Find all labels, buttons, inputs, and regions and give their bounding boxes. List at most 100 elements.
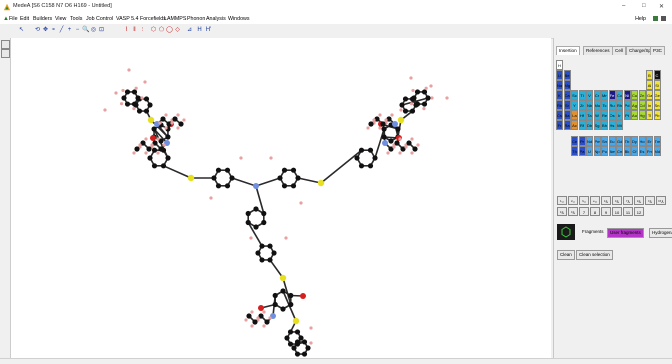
- atom-carbon[interactable]: [414, 89, 421, 95]
- atom-carbon[interactable]: [280, 288, 286, 294]
- element-h[interactable]: H: [556, 60, 563, 70]
- element-rb[interactable]: Rb: [556, 100, 563, 110]
- element-md[interactable]: Md: [653, 146, 661, 156]
- fragment-button[interactable]: 12: [634, 207, 644, 216]
- element-c[interactable]: C: [653, 70, 661, 80]
- atom-hydrogen[interactable]: [366, 126, 370, 130]
- element-b[interactable]: B: [646, 70, 653, 80]
- atom-carbon[interactable]: [406, 140, 412, 146]
- element-cm[interactable]: Cm: [616, 146, 623, 156]
- atom-carbon[interactable]: [412, 146, 418, 152]
- atom-carbon[interactable]: [288, 301, 294, 308]
- atom-sulfur[interactable]: [317, 179, 325, 187]
- window-icon[interactable]: [661, 16, 666, 21]
- element-fm[interactable]: Fm: [646, 146, 653, 156]
- atom-carbon[interactable]: [224, 183, 231, 189]
- atom-carbon[interactable]: [288, 292, 294, 299]
- fragment-preview-icon[interactable]: [557, 224, 575, 240]
- element-np[interactable]: Np: [593, 146, 601, 156]
- atom-hydrogen[interactable]: [114, 91, 118, 95]
- measure-icon[interactable]: ⊿: [186, 27, 193, 33]
- atom-hydrogen[interactable]: [392, 145, 396, 149]
- fragment-button[interactable]: 11: [623, 207, 633, 216]
- atom-hydrogen[interactable]: [162, 143, 166, 147]
- atom-carbon[interactable]: [152, 140, 158, 146]
- fragment-button[interactable]: ⁶⅄: [612, 196, 622, 205]
- atom-carbon[interactable]: [399, 102, 405, 108]
- atom-carbon[interactable]: [388, 138, 394, 144]
- bond[interactable]: [153, 128, 168, 144]
- atom-carbon[interactable]: [354, 155, 360, 161]
- atom-carbon[interactable]: [121, 95, 127, 101]
- element-pm[interactable]: Pm: [593, 136, 601, 146]
- atom-hydrogen[interactable]: [268, 316, 272, 320]
- atom-carbon[interactable]: [253, 206, 259, 212]
- element-tm[interactable]: Tm: [653, 136, 661, 146]
- fragment-button[interactable]: ⁵⅄: [601, 196, 611, 205]
- atom-carbon[interactable]: [367, 163, 374, 169]
- atom-hydrogen[interactable]: [144, 151, 148, 155]
- atom-carbon[interactable]: [358, 163, 365, 169]
- ring3-icon[interactable]: ◯: [166, 27, 173, 33]
- atom-hydrogen[interactable]: [132, 151, 136, 155]
- molecule-viewport[interactable]: [11, 38, 551, 358]
- close-button[interactable]: ✕: [659, 4, 665, 10]
- menu-vasp-5-4[interactable]: VASP 5.4: [116, 16, 139, 22]
- atom-hydrogen[interactable]: [299, 201, 303, 205]
- bond[interactable]: [163, 165, 192, 179]
- element-w[interactable]: W: [593, 110, 601, 120]
- atom-carbon[interactable]: [294, 329, 301, 335]
- fragment-button[interactable]: 8: [590, 207, 600, 216]
- clean-selection-button[interactable]: Clean selection: [576, 250, 613, 260]
- h-add-icon[interactable]: H: [197, 27, 202, 33]
- atom-carbon[interactable]: [158, 138, 164, 144]
- plus-icon[interactable]: +: [67, 27, 72, 33]
- element-pt[interactable]: Pt: [623, 110, 631, 120]
- atom-nitrogen[interactable]: [392, 121, 398, 127]
- atom-hydrogen[interactable]: [262, 310, 266, 314]
- atom-carbon[interactable]: [267, 257, 273, 263]
- element-db[interactable]: Db: [586, 120, 593, 130]
- atom-carbon[interactable]: [372, 155, 378, 161]
- element-hf[interactable]: Hf: [578, 110, 586, 120]
- atom-nitrogen[interactable]: [382, 140, 388, 146]
- atom-carbon[interactable]: [245, 210, 251, 217]
- atom-carbon[interactable]: [421, 101, 428, 107]
- menu-tools[interactable]: Tools: [70, 16, 83, 22]
- atom-carbon[interactable]: [124, 89, 131, 95]
- edit-mode-icon[interactable]: [1, 40, 10, 49]
- maximize-button[interactable]: □: [642, 3, 646, 9]
- atom-hydrogen[interactable]: [164, 113, 168, 117]
- atom-hydrogen[interactable]: [249, 236, 253, 240]
- element-ac[interactable]: Ac: [571, 120, 578, 130]
- element-am[interactable]: Am: [608, 146, 616, 156]
- atom-carbon[interactable]: [409, 96, 416, 102]
- atom-carbon[interactable]: [374, 116, 380, 122]
- atom-hydrogen[interactable]: [398, 151, 402, 155]
- bond[interactable]: [247, 222, 263, 247]
- atom-carbon[interactable]: [143, 108, 150, 114]
- element-cf[interactable]: Cf: [631, 146, 638, 156]
- element-au[interactable]: Au: [631, 110, 638, 120]
- atom-carbon[interactable]: [151, 163, 158, 169]
- element-re[interactable]: Re: [601, 110, 608, 120]
- atom-hydrogen[interactable]: [409, 102, 414, 106]
- element-sc[interactable]: Sc: [571, 90, 578, 100]
- atom-hydrogen[interactable]: [103, 108, 107, 112]
- element-ge[interactable]: Ge: [653, 90, 661, 100]
- atom-hydrogen[interactable]: [134, 86, 138, 90]
- atom-carbon[interactable]: [291, 345, 297, 351]
- atom-hydrogen[interactable]: [182, 118, 186, 122]
- fragment-button[interactable]: ²○: [568, 196, 578, 205]
- atom-carbon[interactable]: [253, 224, 259, 230]
- fragment-button[interactable]: 10: [612, 207, 622, 216]
- atom-hydrogen[interactable]: [416, 143, 420, 147]
- atom-carbon[interactable]: [160, 116, 166, 122]
- atom-carbon[interactable]: [246, 313, 252, 319]
- app-menu-icon[interactable]: ▲: [3, 16, 9, 22]
- atom-hydrogen[interactable]: [143, 80, 147, 84]
- fragment-button[interactable]: ⁹⅄: [645, 196, 655, 205]
- fragment-button[interactable]: ⁶⅄: [568, 207, 578, 216]
- bond-double-icon[interactable]: ‖: [133, 27, 136, 33]
- atom-carbon[interactable]: [301, 351, 308, 357]
